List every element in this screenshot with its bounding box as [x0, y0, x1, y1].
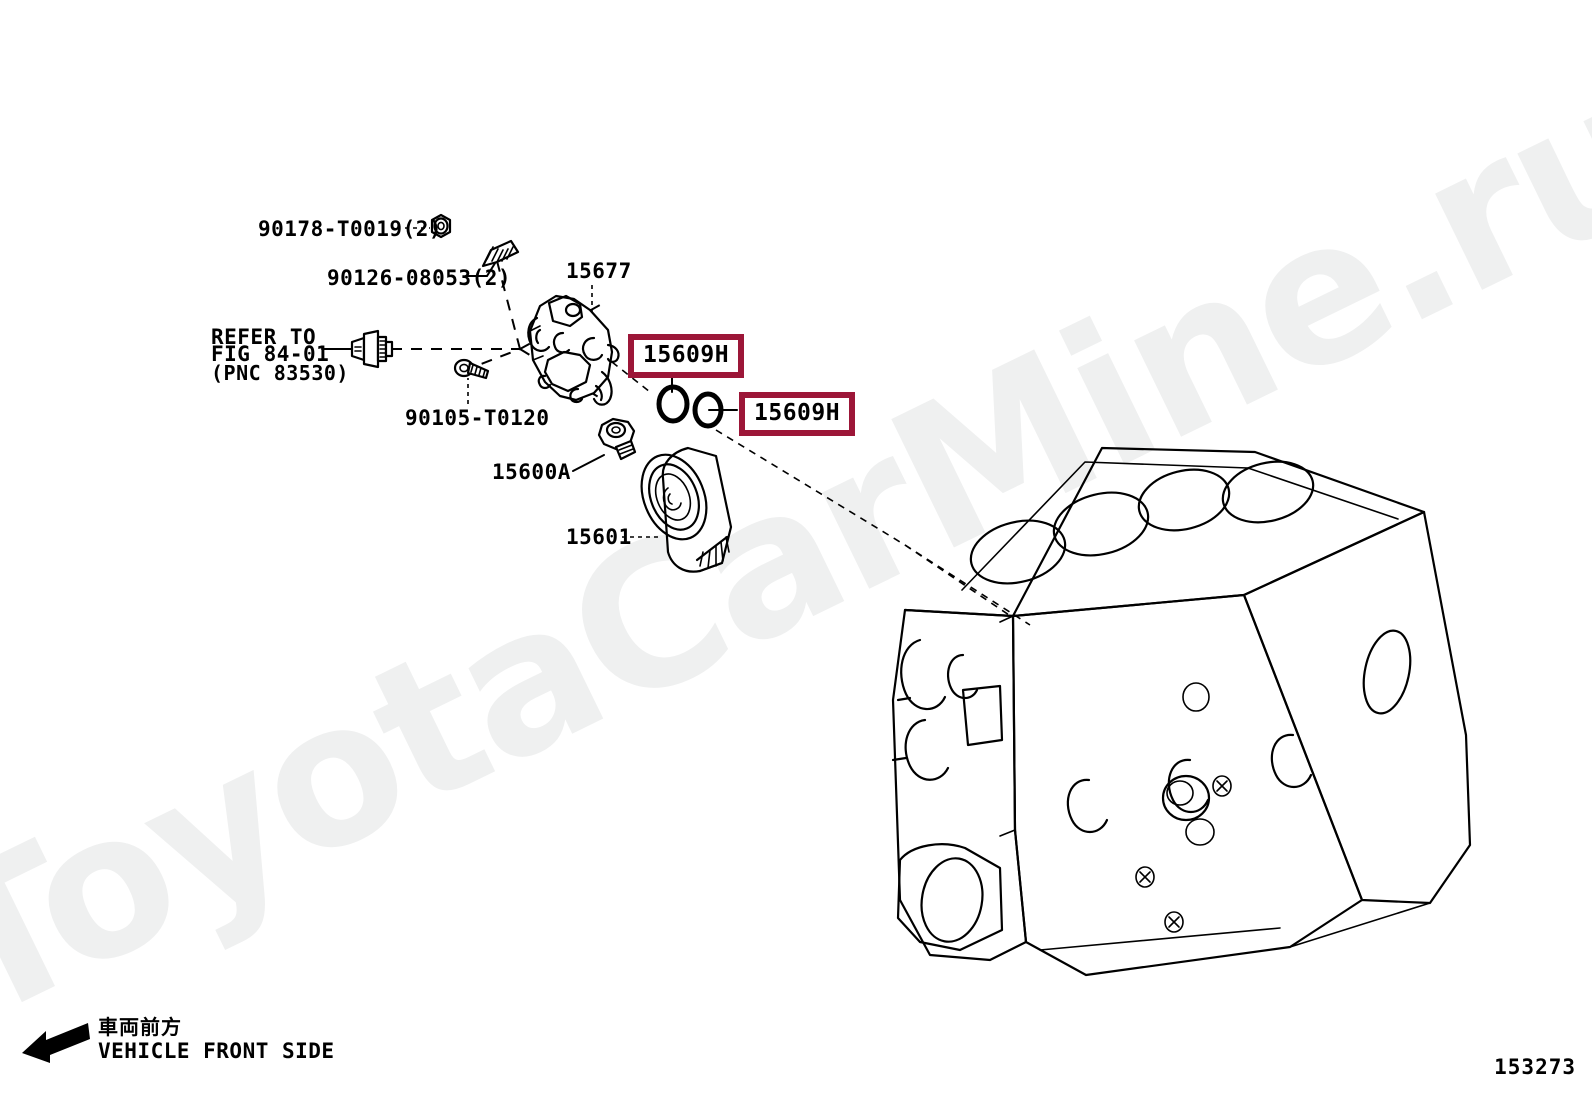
- vehicle-front-side-indicator: 車両前方 VEHICLE FRONT SIDE: [20, 1016, 335, 1063]
- label-bracket-part-number: 15677: [566, 259, 632, 283]
- oil-filter-bracket-part: [527, 294, 620, 406]
- highlighted-part-number-oring-upper[interactable]: 15609H: [628, 334, 745, 378]
- label-stud-bolt-part-number: 90126-08053(2): [327, 266, 512, 290]
- drain-plug-part: [597, 417, 637, 461]
- label-drain-plug-part-number: 15600A: [492, 460, 571, 484]
- label-oil-filter-part-number: 15601: [566, 525, 632, 549]
- label-refer-to-pnc: (PNC 83530): [211, 361, 349, 385]
- label-refer-to-line1: REFER TO: [211, 325, 317, 349]
- engine-cylinder-block: [891, 446, 1472, 977]
- o-ring-parts: [656, 384, 724, 429]
- oil-filter-cartridge-part: [640, 446, 733, 573]
- nut-part: [430, 213, 452, 239]
- figure-number: 153273: [1494, 1055, 1576, 1079]
- assembly-guide-lines: [391, 260, 1031, 626]
- stud-bolt-part: [481, 239, 520, 268]
- label-nut-part-number: 90178-T0019(2): [258, 217, 443, 241]
- label-refer-to-line2: FIG 84-01: [211, 342, 330, 366]
- label-mount-bolt-part-number: 90105-T0120: [405, 406, 550, 430]
- vehicle-front-side-japanese: 車両前方: [98, 1015, 182, 1039]
- mount-bolt-part: [453, 358, 490, 380]
- oil-pressure-switch-part: [350, 329, 394, 369]
- arrow-left-icon: [20, 1017, 90, 1063]
- highlighted-part-number-oring-lower[interactable]: 15609H: [739, 392, 856, 436]
- vehicle-front-side-english: VEHICLE FRONT SIDE: [98, 1039, 335, 1063]
